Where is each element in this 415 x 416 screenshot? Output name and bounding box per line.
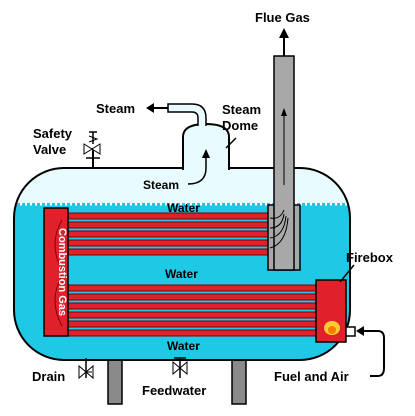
steam-inside-label: Steam [143, 178, 179, 192]
combustion-gas-flow-arrows [54, 219, 63, 327]
tube [67, 320, 319, 328]
safety-valve-icon [83, 131, 101, 168]
flue-gas-label: Flue Gas [255, 10, 310, 25]
tube [67, 302, 319, 310]
smoke-box-arrows [269, 209, 289, 249]
steam-dome-label-line1: Steam [222, 102, 261, 117]
tube [67, 293, 319, 301]
firebox-label: Firebox [346, 250, 394, 265]
tube [67, 284, 319, 292]
tube [67, 329, 319, 337]
feedwater-label: Feedwater [142, 383, 206, 398]
tube [67, 311, 319, 319]
steam-dome-label-line2: Dome [222, 118, 258, 133]
water-middle-label: Water [165, 267, 198, 281]
fuel-air-line [362, 330, 385, 377]
combustion-gas-label: Combustion Gas [56, 228, 68, 316]
water-bottom-label: Water [167, 339, 200, 353]
steam-space [14, 168, 350, 205]
tube [67, 230, 274, 238]
tube [67, 248, 274, 256]
feedwater-valve-icon [172, 357, 188, 378]
tube [67, 239, 274, 247]
drain-label: Drain [32, 369, 65, 384]
tube [67, 221, 274, 229]
combustion-chamber [43, 207, 69, 337]
upper-tube-bank [67, 212, 274, 256]
fuel-and-air-label: Fuel and Air [274, 369, 349, 384]
steam-outlet-label: Steam [96, 101, 135, 116]
safety-valve-label-line1: Safety [33, 126, 73, 141]
burner [345, 326, 356, 337]
flame-icon [324, 321, 340, 335]
steam-rise-arrow [187, 155, 207, 185]
safety-valve-label-line2: Valve [33, 142, 66, 157]
water-top-label: Water [167, 201, 200, 215]
drain-valve-icon [78, 358, 94, 380]
steam-outlet-pipe [167, 103, 207, 126]
